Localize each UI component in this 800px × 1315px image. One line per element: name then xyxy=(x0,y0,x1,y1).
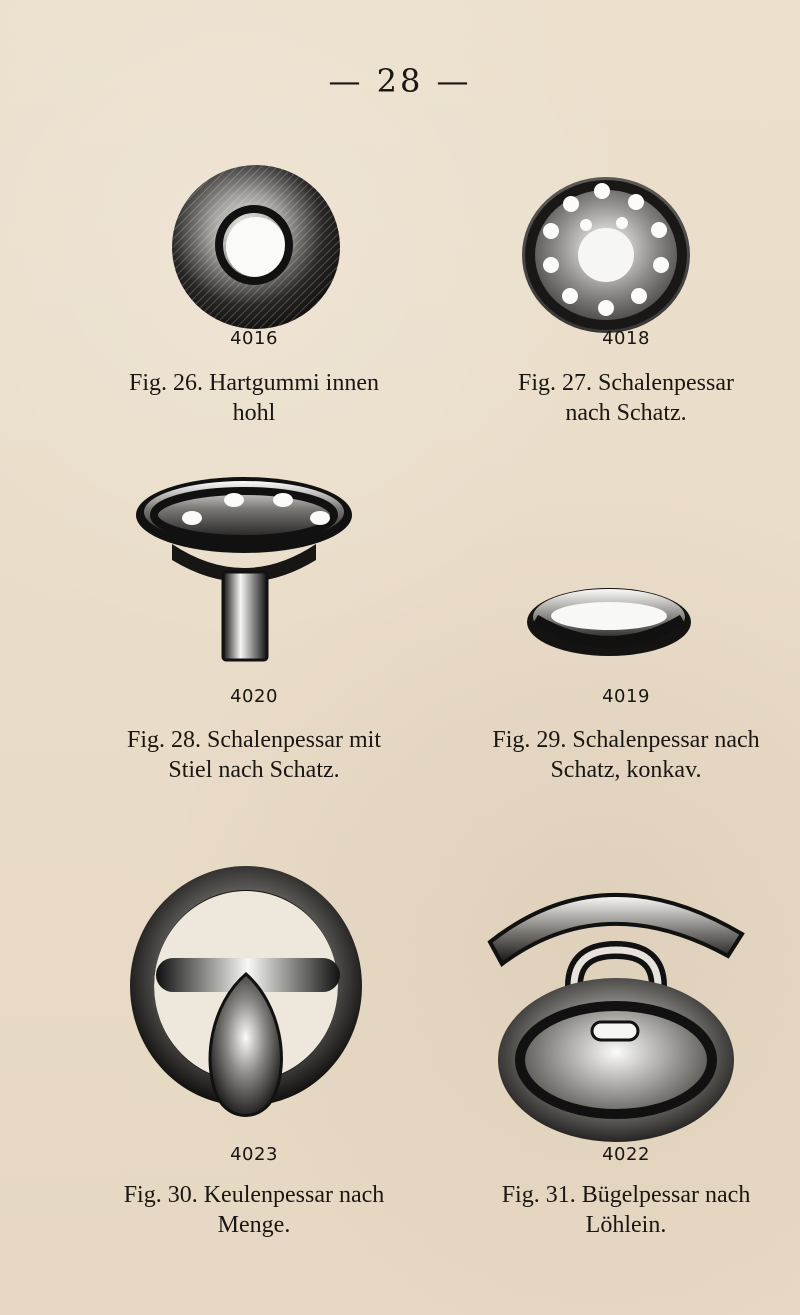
figure-caption: Fig. 26. Hartgummi innen hohl xyxy=(84,368,424,428)
hard-rubber-pessary-illustration xyxy=(172,165,340,329)
figure-number: 4016 xyxy=(230,328,278,349)
bowl-pessary-illustration xyxy=(522,177,690,333)
figure-number: 4019 xyxy=(602,686,650,707)
caption-line: Stiel nach Schatz. xyxy=(168,757,340,783)
caption-line: Fig. 28. Schalenpessar mit xyxy=(127,727,381,753)
bracket-pessary-illustration xyxy=(487,892,745,1142)
caption-line: Fig. 31. Bügelpessar nach xyxy=(501,1182,751,1208)
caption-line: Löhlein. xyxy=(585,1212,667,1238)
caption-line: Schatz, konkav. xyxy=(550,757,702,783)
caption-line: Fig. 30. Keulenpessar nach xyxy=(123,1182,385,1208)
figure-number: 4018 xyxy=(602,328,650,349)
caption-line: Fig. 26. Hartgummi innen xyxy=(129,370,379,396)
figure-number: 4023 xyxy=(230,1144,278,1165)
caption-line: Fig. 29. Schalenpessar nach xyxy=(492,727,760,753)
concave-bowl-pessary-illustration xyxy=(527,588,691,656)
figure-caption: Fig. 29. Schalenpessar nach Schatz, konk… xyxy=(456,725,796,785)
figure-number: 4020 xyxy=(230,686,278,707)
club-pessary-illustration xyxy=(130,866,362,1117)
caption-line: Fig. 27. Schalenpessar xyxy=(518,370,734,396)
caption-line: nach Schatz. xyxy=(565,400,687,426)
caption-line: hohl xyxy=(232,400,276,426)
page-number: — 28 — xyxy=(328,62,472,100)
figure-caption: Fig. 30. Keulenpessar nach Menge. xyxy=(84,1180,424,1240)
figure-number: 4022 xyxy=(602,1144,650,1165)
stem-bowl-pessary-illustration xyxy=(136,477,352,662)
figure-caption: Fig. 27. Schalenpessar nach Schatz. xyxy=(456,368,796,428)
figure-caption: Fig. 31. Bügelpessar nach Löhlein. xyxy=(456,1180,796,1240)
figure-caption: Fig. 28. Schalenpessar mit Stiel nach Sc… xyxy=(84,725,424,785)
caption-line: Menge. xyxy=(217,1212,291,1238)
